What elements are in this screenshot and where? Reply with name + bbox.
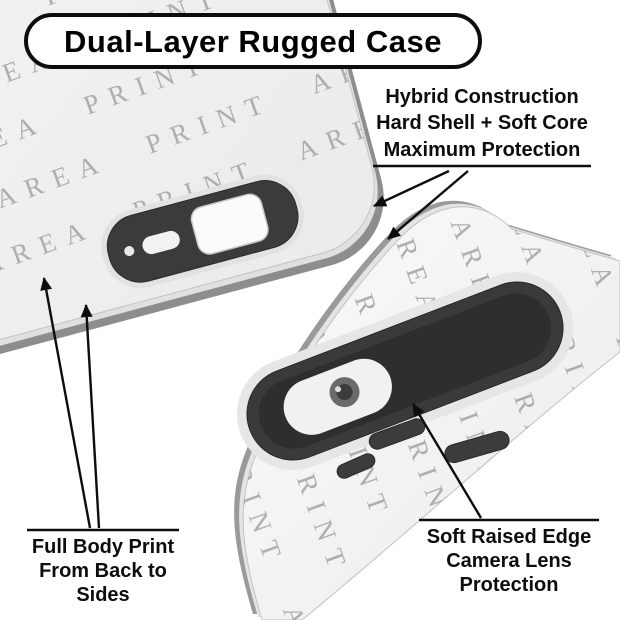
side-button-extra <box>336 453 376 479</box>
callout-camera-protection: Soft Raised Edge Camera Lens Protection <box>411 403 599 596</box>
top-case-back-surface <box>0 0 375 466</box>
callout-camera-arrow <box>411 403 483 519</box>
callout-hybrid-line1: Hybrid Construction <box>385 86 578 108</box>
title-badge-frame <box>24 13 482 69</box>
callout-full-body-print: Full Body Print From Back to Sides <box>27 277 179 606</box>
callout-camera-line3: Protection <box>460 574 559 596</box>
callout-camera-line2: Camera Lens <box>446 550 572 572</box>
callout-camera-line1: Soft Raised Edge <box>427 526 591 548</box>
callout-full-body-line1: Full Body Print <box>32 536 175 558</box>
camera-lens-highlight <box>335 386 342 393</box>
camera-lens-hole <box>190 193 269 255</box>
callout-full-body-arrow-2 <box>80 304 101 529</box>
callout-full-body-line2: From Back to <box>39 560 167 582</box>
title-badge: Dual-Layer Rugged Case <box>24 13 482 69</box>
callout-hybrid-construction: Hybrid Construction Hard Shell + Soft Co… <box>373 86 591 240</box>
title-badge-label: Dual-Layer Rugged Case <box>64 24 442 59</box>
flash-hole <box>124 246 135 257</box>
callout-full-body-arrow-1 <box>40 277 92 529</box>
bottom-camera-pill <box>236 271 574 471</box>
top-camera-bar <box>101 174 304 289</box>
callout-hybrid-line2: Hard Shell + Soft Core <box>376 112 588 134</box>
callout-hybrid-line3: Maximum Protection <box>384 139 581 161</box>
callout-full-body-line3: Sides <box>76 584 129 606</box>
sensor-pill-hole <box>142 230 180 255</box>
callout-hybrid-arrow-1 <box>373 169 450 208</box>
callout-hybrid-arrow-2 <box>387 170 469 240</box>
